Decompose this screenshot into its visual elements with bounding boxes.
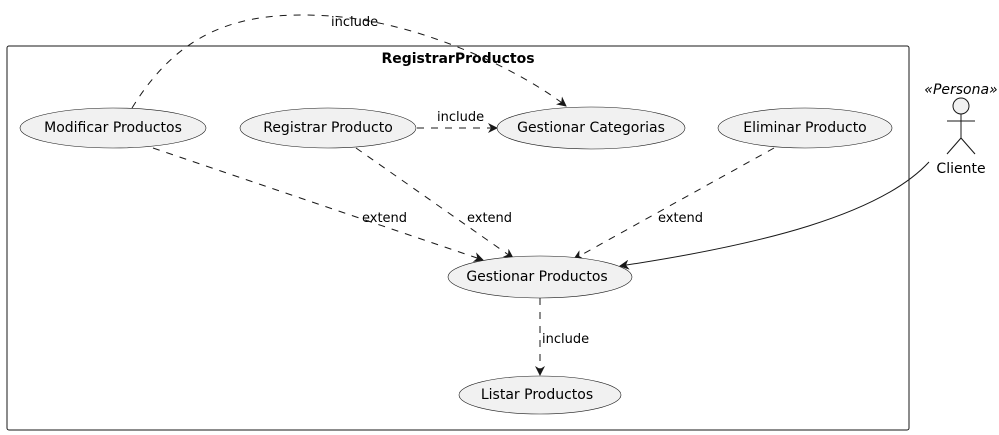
use-case-gestionar-categorias[interactable]: Gestionar Categorias (496, 106, 686, 150)
use-case-eliminar-producto[interactable]: Eliminar Producto (717, 107, 893, 149)
use-case-ellipse (717, 107, 893, 149)
actor-name: Cliente (936, 161, 985, 177)
use-case-label: Gestionar Productos (466, 269, 607, 285)
edge-modificar-categorias (131, 14, 567, 109)
label-eliminar-gestionar: extend (658, 211, 703, 226)
edge-modificar-gestionar (152, 147, 484, 262)
stick-figure-icon (946, 97, 976, 155)
label-modificar-categorias: include (331, 15, 378, 30)
boundary-rect (6, 45, 910, 431)
actor-stereotype: «Persona» (924, 82, 997, 98)
label-registrar-categorias: include (437, 110, 484, 125)
use-case-modificar-productos[interactable]: Modificar Productos (19, 107, 207, 149)
use-case-ellipse (458, 375, 622, 415)
label-registrar-gestionar: extend (467, 211, 512, 226)
use-case-registrar-producto[interactable]: Registrar Producto (239, 107, 417, 149)
use-case-ellipse (496, 106, 686, 150)
label-modificar-gestionar: extend (362, 211, 407, 226)
use-case-ellipse (447, 255, 633, 299)
boundary-title: RegistrarProductos (381, 51, 534, 67)
use-case-label: Eliminar Producto (743, 120, 867, 136)
use-case-label: Modificar Productos (44, 120, 182, 136)
actor-cliente[interactable]: «Persona» Cliente (924, 82, 997, 177)
edge-cliente-gestionar (619, 161, 930, 270)
use-case-ellipse (239, 107, 417, 149)
use-case-ellipse (19, 107, 207, 149)
use-case-label: Registrar Producto (263, 120, 393, 136)
relationships: include include extend extend extend inc… (131, 14, 930, 376)
edge-eliminar-gestionar (573, 147, 775, 260)
use-case-gestionar-productos[interactable]: Gestionar Productos (447, 255, 633, 299)
use-case-label: Gestionar Categorias (517, 120, 665, 136)
label-gestionar-listar: include (542, 332, 589, 347)
system-boundary: RegistrarProductos (6, 45, 910, 431)
edge-registrar-gestionar (355, 147, 514, 259)
use-case-listar-productos[interactable]: Listar Productos (458, 375, 622, 415)
use-case-label: Listar Productos (481, 387, 593, 403)
